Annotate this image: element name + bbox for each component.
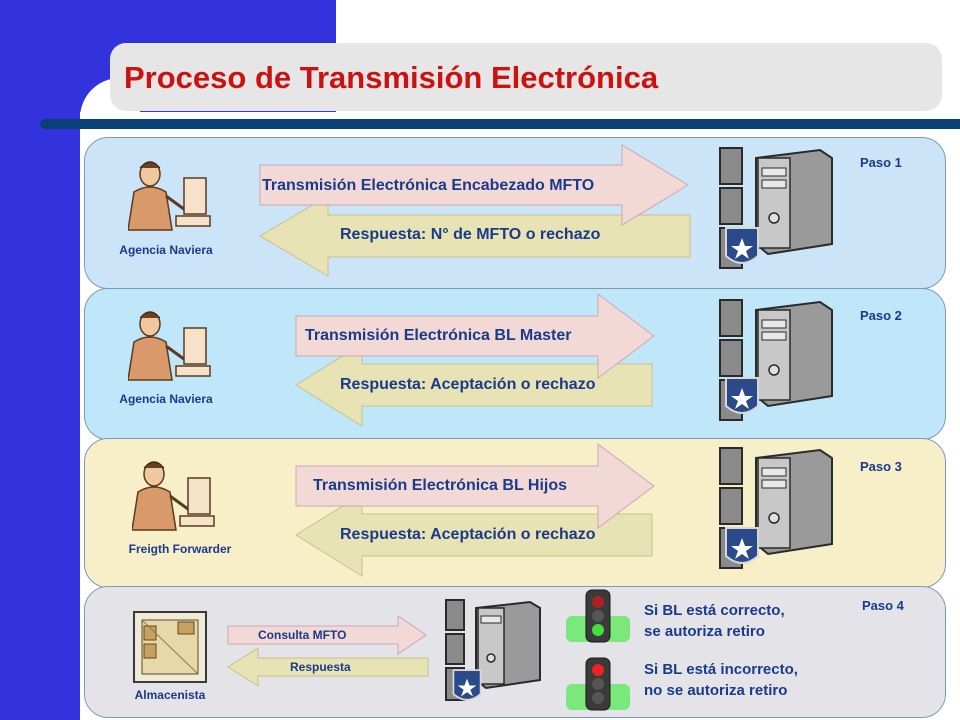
step-2-send-label: Transmisión Electrónica BL Master — [305, 327, 572, 344]
step-2-reply-arrow — [295, 343, 653, 427]
step-2-send-arrow — [295, 293, 655, 379]
customs-shield-icon — [725, 227, 759, 264]
step-2-label: Paso 2 — [860, 308, 902, 323]
step-4-reply-label: Respuesta — [290, 660, 351, 674]
customs-shield-icon — [725, 377, 759, 414]
fail-note: Si BL está incorrecto, no se autoriza re… — [644, 659, 798, 701]
person-at-computer-icon — [132, 461, 215, 531]
customs-shield-icon — [452, 669, 482, 701]
title-rule — [40, 119, 960, 129]
step-2-actor-label: Agencia Naviera — [119, 392, 213, 406]
step-1-send-label: Transmisión Electrónica Encabezado MFTO — [262, 177, 595, 194]
customs-shield-icon — [725, 527, 759, 564]
page-title: Proceso de Transmisión Electrónica — [124, 60, 659, 95]
step-3-send-label: Transmisión Electrónica BL Hijos — [313, 477, 567, 494]
step-1-reply-arrow — [259, 195, 691, 277]
step-3-send-arrow — [295, 443, 655, 529]
traffic-light-icon — [566, 589, 630, 643]
step-1-label: Paso 1 — [860, 155, 902, 170]
step-4-send-arrow — [227, 615, 427, 655]
step-4-send-label: Consulta MFTO — [258, 628, 347, 642]
person-at-computer-icon — [128, 311, 211, 381]
step-4-reply-arrow — [227, 647, 429, 687]
fail-note-line-1: Si BL está incorrecto, — [644, 661, 798, 678]
fail-note-line-2: no se autoriza retiro — [644, 682, 788, 699]
traffic-light-icon — [566, 657, 630, 711]
server-tower-icon — [719, 299, 833, 421]
step-3-reply-arrow — [295, 493, 653, 577]
step-2-reply-label: Respuesta: Aceptación o rechazo — [340, 376, 596, 393]
step-3-reply-label: Respuesta: Aceptación o rechazo — [340, 526, 596, 543]
ok-note-line-2: se autoriza retiro — [644, 623, 765, 640]
title-box — [110, 43, 942, 111]
step-4-actor-label: Almacenista — [134, 688, 206, 702]
step-3-actor-label: Freigth Forwarder — [128, 542, 232, 556]
warehouse-icon — [133, 611, 207, 683]
ok-note-line-1: Si BL está correcto, — [644, 602, 785, 619]
step-3-label: Paso 3 — [860, 459, 902, 474]
step-1-actor-label: Agencia Naviera — [119, 243, 213, 257]
step-4-label: Paso 4 — [862, 598, 904, 613]
ok-note: Si BL está correcto, se autoriza retiro — [644, 600, 785, 642]
person-at-computer-icon — [128, 161, 211, 231]
step-1-reply-label: Respuesta: N° de MFTO o rechazo — [340, 226, 601, 243]
step-1-send-arrow — [259, 144, 689, 226]
